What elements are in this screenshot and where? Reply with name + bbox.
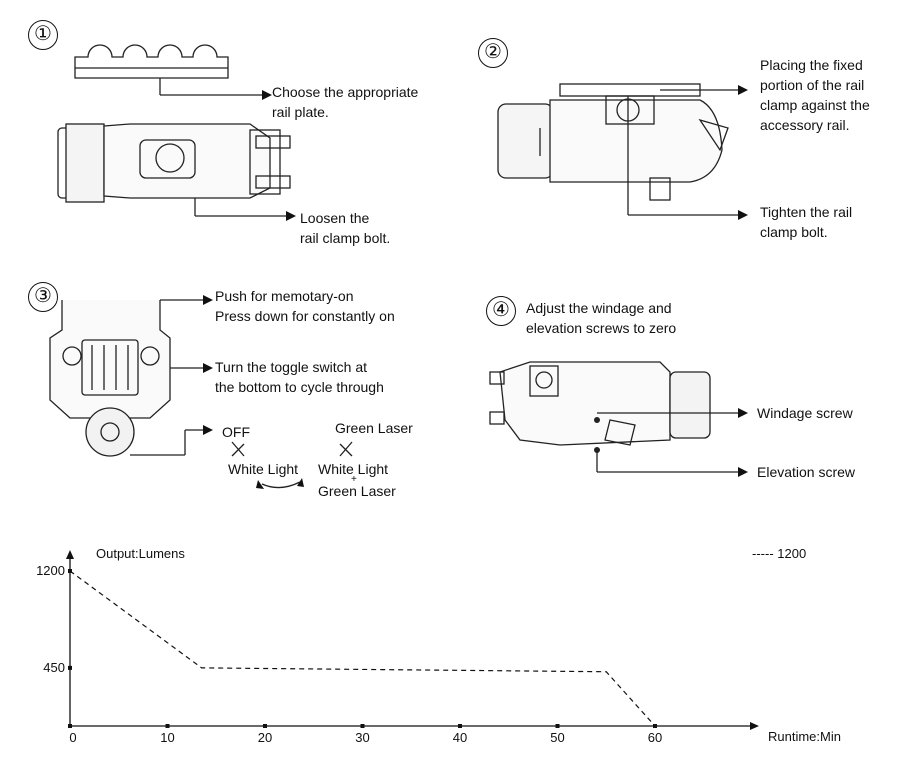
x-tick-label-10: 10 <box>160 730 175 745</box>
step-2-bolt-line-1: Tighten the rail <box>760 204 853 220</box>
mode-off: OFF <box>222 424 250 440</box>
step-2-line-3: clamp against the <box>760 97 870 113</box>
legend: ----- 1200 <box>752 546 806 561</box>
step-1-line-2: rail plate. <box>272 104 329 120</box>
x-tick-mark-40 <box>458 724 462 728</box>
step-2-line-2: portion of the rail <box>760 77 865 93</box>
step-4-line-1: Adjust the windage and <box>526 300 672 316</box>
step-4-number: ④ <box>486 296 516 326</box>
x-axis-title: Runtime:Min <box>768 729 841 744</box>
series-line-1200 <box>69 570 656 727</box>
y-axis-title: Output:Lumens <box>96 546 185 561</box>
windage-screw-label: Windage screw <box>757 405 853 421</box>
x-tick-mark-50 <box>555 724 560 728</box>
x-tick-label-20: 20 <box>257 730 273 745</box>
legend-swatch: ----- <box>752 546 778 561</box>
step-1-bolt-line-2: rail clamp bolt. <box>300 230 391 246</box>
step-3-toggle-instruction: Turn the toggle switch at the bottom to … <box>215 357 384 397</box>
step-1-number: ① <box>28 20 58 50</box>
step-2-instruction: Placing the fixed portion of the rail cl… <box>760 55 870 135</box>
x-tick-label-0: 0 <box>69 730 77 745</box>
x-tick-mark-20 <box>263 724 267 728</box>
step-1-line-1: Choose the appropriate <box>272 84 419 100</box>
step-2-line-4: accessory rail. <box>760 117 850 133</box>
x-tick-mark-0 <box>68 724 72 728</box>
y-tick-label-1200: 1200 <box>36 563 65 578</box>
mode-combo-white: White Light <box>318 461 389 477</box>
step-3-line-1: Push for memotary-on <box>215 288 354 304</box>
y-tick-mark-450 <box>68 665 72 670</box>
step-3-push-instruction: Push for memotary-on Press down for cons… <box>215 286 395 326</box>
step-3-number: ③ <box>28 282 58 312</box>
step-2-number: ② <box>478 38 508 68</box>
mode-combo-plus: + <box>351 474 357 485</box>
step-4-line-2: elevation screws to zero <box>526 320 677 336</box>
x-axis-arrow <box>750 722 759 730</box>
legend-label: 1200 <box>777 546 807 561</box>
step-1-bolt-instruction: Loosen the rail clamp bolt. <box>300 208 390 248</box>
x-tick-label-30: 30 <box>355 730 370 745</box>
step-3-toggle-line-1: Turn the toggle switch at <box>215 359 368 375</box>
step-1-instruction: Choose the appropriate rail plate. <box>272 82 418 122</box>
step-1-bolt-line-1: Loosen the <box>300 210 370 226</box>
x-tick-mark-30 <box>360 724 365 728</box>
x-tick-label-60: 60 <box>647 730 663 745</box>
x-tick-label-50: 50 <box>550 730 565 745</box>
y-tick-label-450: 450 <box>43 659 65 675</box>
mode-combo-green: Green Laser <box>318 483 396 499</box>
elevation-screw-label: Elevation screw <box>757 464 856 480</box>
step-2-bolt-line-2: clamp bolt. <box>760 224 828 240</box>
step-2-line-1: Placing the fixed <box>760 57 863 73</box>
mode-green-laser: Green Laser <box>335 420 413 436</box>
step-3-line-2: Press down for constantly on <box>215 308 395 324</box>
x-tick-label-40: 40 <box>452 730 468 745</box>
step-3-toggle-line-2: the bottom to cycle through <box>215 379 384 395</box>
step-2-bolt-instruction: Tighten the rail clamp bolt. <box>760 202 852 242</box>
x-tick-mark-10 <box>165 724 170 728</box>
y-axis-arrow <box>66 550 74 559</box>
step-4-instruction: Adjust the windage and elevation screws … <box>526 298 676 338</box>
mode-white-light: White Light <box>228 461 299 477</box>
